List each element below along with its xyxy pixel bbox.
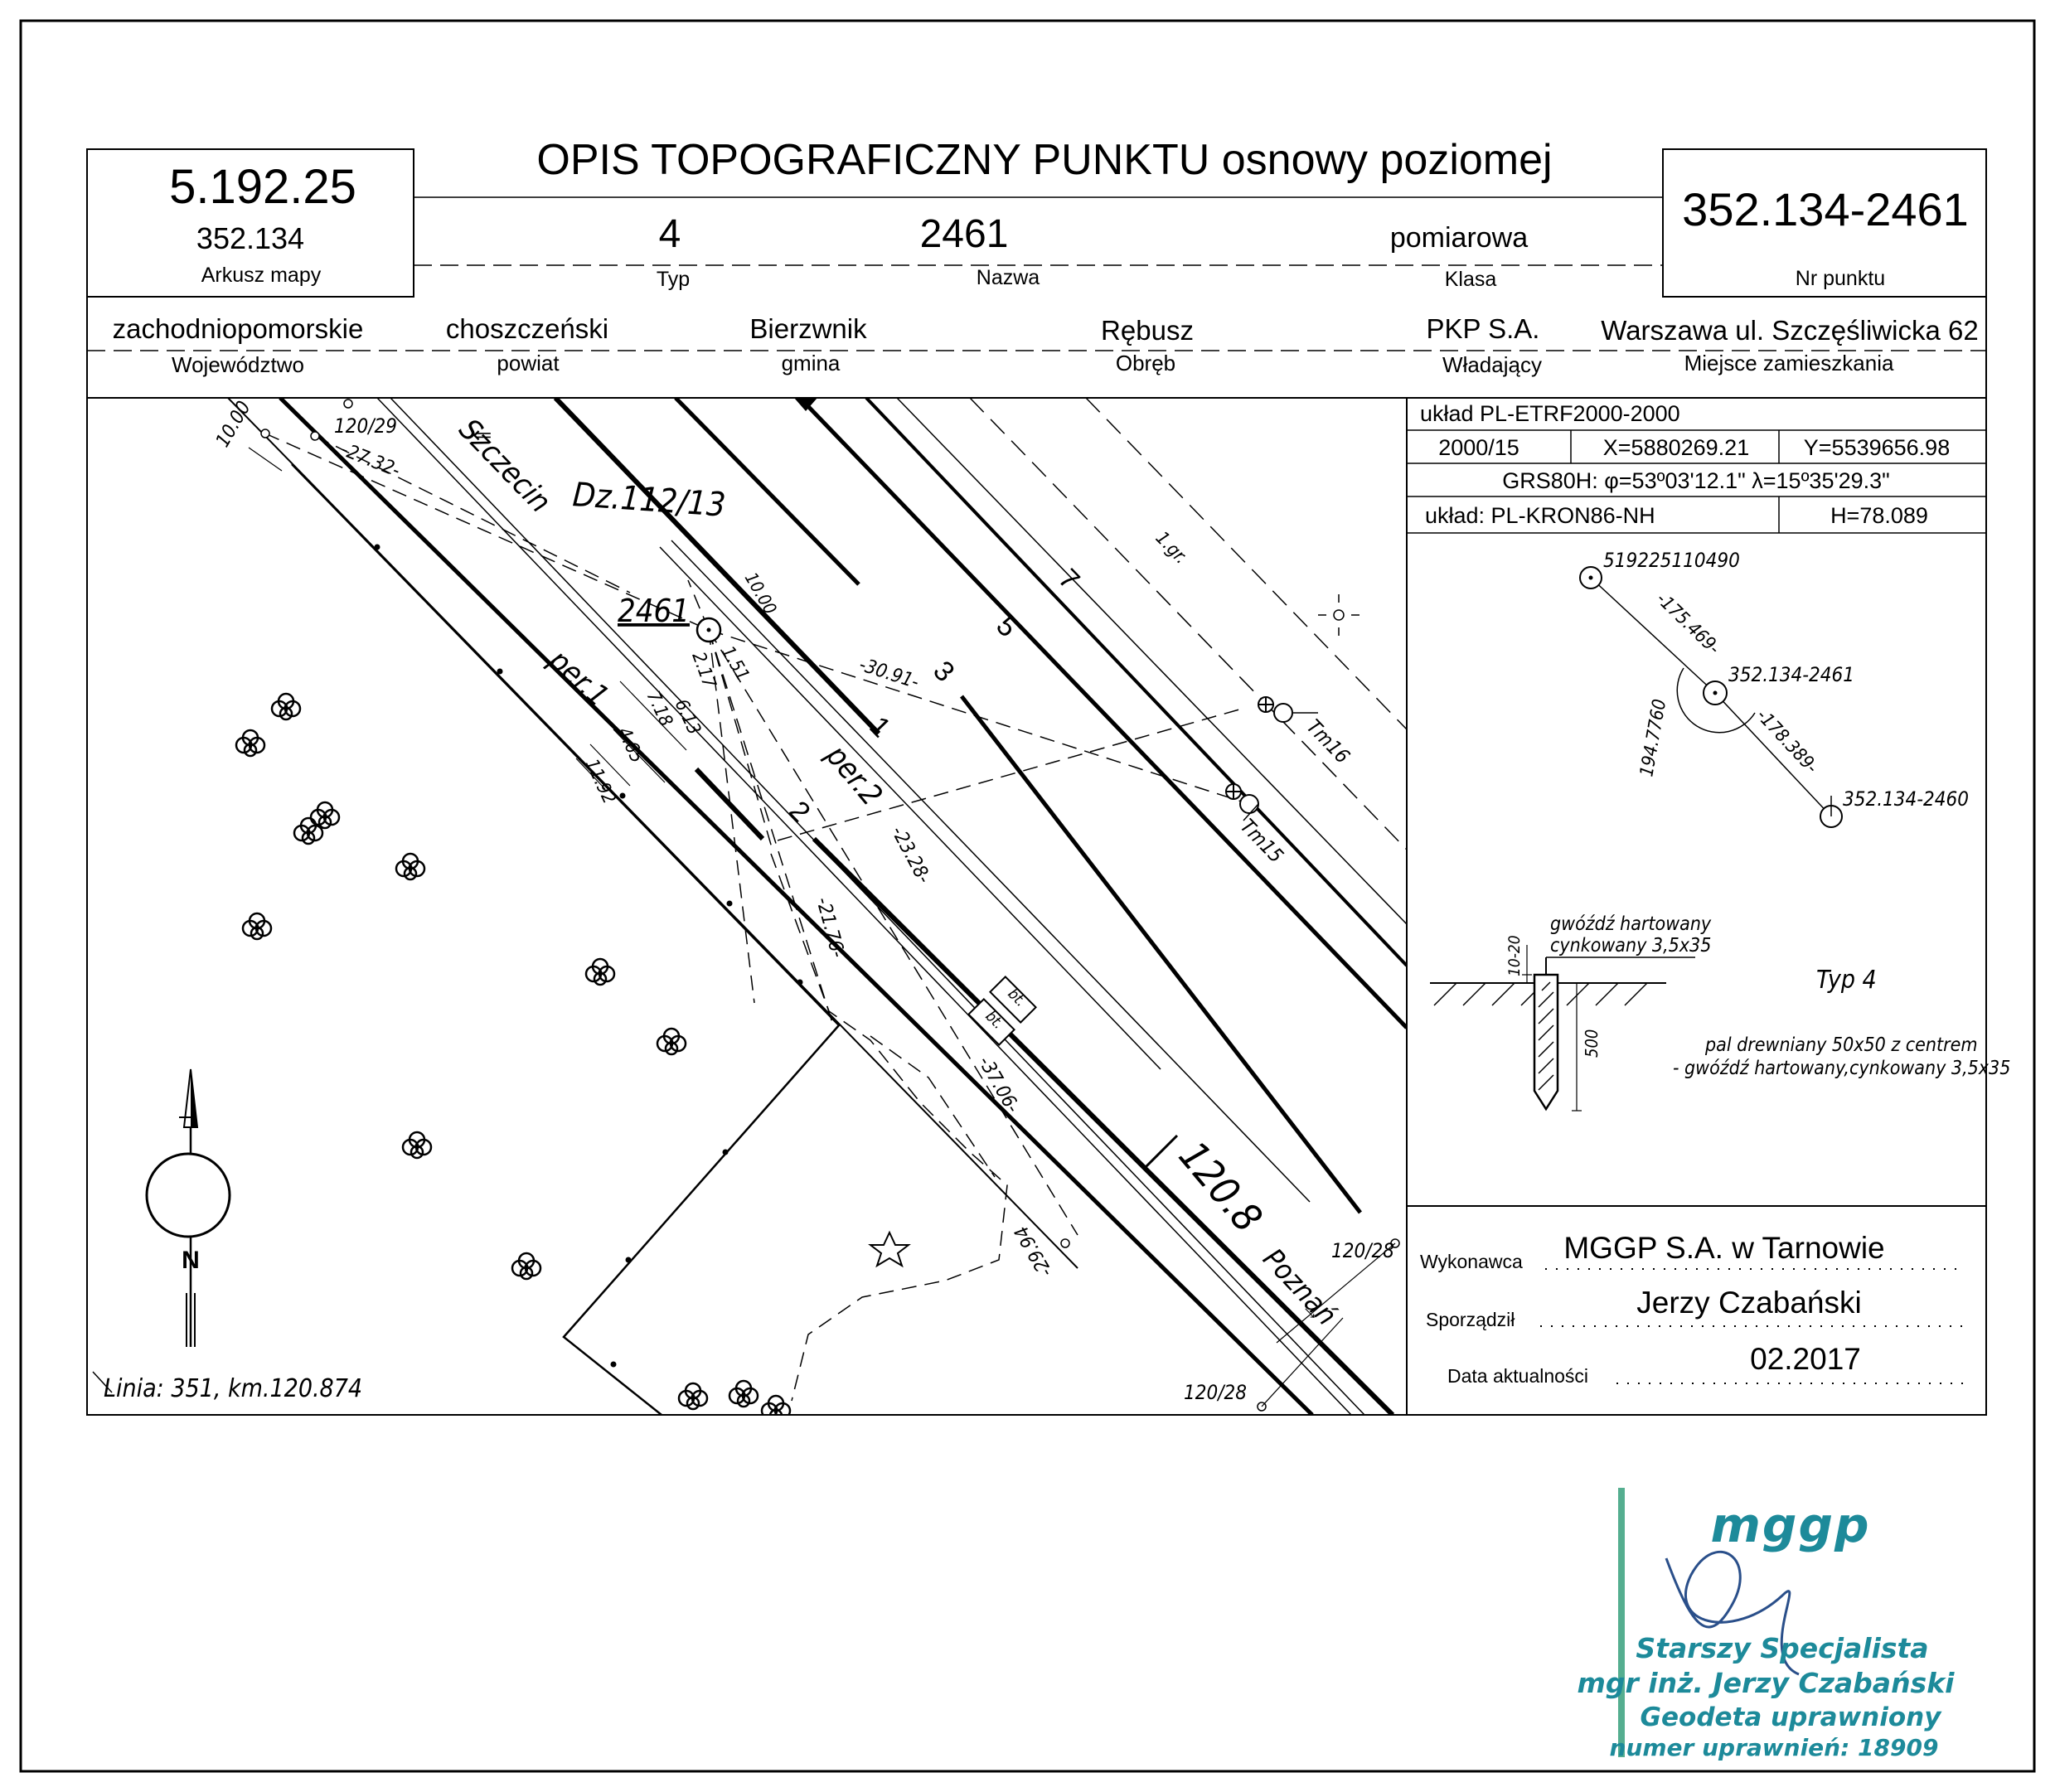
track-2-label: 2 <box>783 795 816 828</box>
name-value: 2461 <box>920 212 1009 256</box>
owner-label: Władający <box>1442 352 1542 377</box>
bt-symbols <box>967 976 1037 1046</box>
dim-nail: 10-20 <box>1505 935 1524 976</box>
map-area: bt. bt. N Dz.112/13 2461 Szczecin <box>92 398 1407 1415</box>
group-label: 1.gr. <box>1151 528 1191 569</box>
class-value: pomiarowa <box>1390 222 1528 254</box>
sketch-point-2: 352.134-2461 <box>1728 663 1854 686</box>
precinct-label: Obręb <box>1116 351 1175 375</box>
marker-type: Typ 4 <box>1816 966 1877 995</box>
km-bl-label: 120/28 <box>1184 1381 1247 1404</box>
voivodeship-label: Województwo <box>172 352 304 377</box>
track-1-label: 1 <box>863 710 896 743</box>
km-label: 120.8 <box>1170 1133 1271 1242</box>
date-label: Data aktualności <box>1447 1365 1588 1387</box>
km-br-label: 120/28 <box>1331 1239 1394 1262</box>
point-number: 352.134-2461 <box>1682 183 1969 235</box>
commune-label: gmina <box>782 351 841 375</box>
type-label: Typ <box>657 268 690 291</box>
commune: Bierzwnik <box>749 313 867 344</box>
sketch-angle: 194.7760 <box>1636 698 1670 778</box>
stamp-license: numer uprawnień: 18909 <box>1610 1734 1939 1761</box>
marker-drawing: gwóźdź hartowany cynkowany 3,5x35 10-20 … <box>1430 913 2010 1112</box>
sketch-distance-1: -175.469- <box>1652 588 1724 659</box>
track-3-label: 3 <box>927 655 960 688</box>
measure-11: 6.13 <box>671 696 705 738</box>
outer-frame <box>19 19 2036 1773</box>
measure-9: 2.17 <box>687 650 720 691</box>
measure-13: 4.65 <box>613 724 647 766</box>
contractor-label: Wykonawca <box>1420 1251 1523 1272</box>
signature <box>1665 1550 1800 1676</box>
measure-14: 11.92 <box>581 756 620 807</box>
per1-label: per.1 <box>541 643 615 714</box>
measure-6: -29.94 <box>1011 1222 1057 1281</box>
residence: Warszawa ul. Szczęśliwicka 62 <box>1601 315 1978 346</box>
author: Jerzy Czabański <box>1636 1286 1861 1320</box>
north-label: N <box>182 1247 200 1274</box>
szczecin-label: Szczecin <box>453 413 557 520</box>
type-value: 4 <box>659 212 681 256</box>
footer: Wykonawca MGGP S.A. w Tarnowie Sporządzi… <box>1407 1205 1986 1387</box>
county: choszczeński <box>446 313 608 344</box>
sketch-distance-2: -178.389- <box>1752 705 1822 777</box>
nail-label-1: gwóźdź hartowany <box>1550 913 1712 935</box>
stamp-name: mgr inż. Jerzy Czabański <box>1578 1667 1956 1699</box>
coord-system: układ PL-ETRF2000-2000 <box>1420 401 1680 426</box>
coord-x: X=5880269.21 <box>1603 435 1749 460</box>
line-label: Linia: 351, km.120.874 <box>104 1374 362 1403</box>
main-frame <box>86 397 1987 1416</box>
page-title: OPIS TOPOGRAFICZNY PUNKTU osnowy poziome… <box>536 136 1552 184</box>
dim-stake: 500 <box>1582 1029 1602 1058</box>
county-label: powiat <box>497 351 560 375</box>
coord-y: Y=5539656.98 <box>1804 435 1950 460</box>
stamp: mggp Starszy Specjalista mgr inż. Jerzy … <box>1578 1488 1956 1761</box>
map-sheet-label: Arkusz mapy <box>201 264 322 287</box>
measure-1: -27.32- <box>338 438 403 482</box>
tm16-label: Tm16 <box>1302 715 1355 768</box>
date: 02.2017 <box>1750 1342 1861 1376</box>
stamp-role: Geodeta uprawniony <box>1641 1702 1943 1732</box>
measure-7: 10.00 <box>212 398 255 451</box>
marker-desc-2: - gwóźdź hartowany,cynkowany 3,5x35 <box>1673 1058 2010 1079</box>
sheet-box <box>86 148 414 298</box>
point-box <box>1662 148 1987 298</box>
coordinates-table: układ PL-ETRF2000-2000 2000/15 X=5880269… <box>1407 401 1986 534</box>
km-tl-label: 120/29 <box>334 414 397 438</box>
contractor: MGGP S.A. w Tarnowie <box>1563 1231 1884 1265</box>
voivodeship: zachodniopomorskie <box>113 313 364 344</box>
precinct: Rębusz <box>1101 315 1194 346</box>
traverse-sketch: 519225110490 352.134-2461 352.134-2460 -… <box>1579 549 1969 828</box>
nail-label-2: cynkowany 3,5x35 <box>1550 935 1711 957</box>
stamp-title: Starszy Specjalista <box>1636 1632 1928 1664</box>
szczecin-arrow: ⇐ <box>473 422 492 448</box>
coord-zone: 2000/15 <box>1438 435 1519 460</box>
sketch-point-3: 352.134-2460 <box>1843 787 1969 811</box>
stamp-logo: mggp <box>1711 1497 1871 1553</box>
owner: PKP S.A. <box>1427 313 1540 344</box>
residence-label: Miejsce zamieszkania <box>1684 351 1894 375</box>
class-label: Klasa <box>1445 268 1497 291</box>
poznan-label: Poznań <box>1256 1242 1343 1332</box>
header: OPIS TOPOGRAFICZNY PUNKTU osnowy poziome… <box>86 136 1987 398</box>
sheet-number: 5.192.25 <box>169 160 356 214</box>
star-icon <box>868 1230 911 1268</box>
track-7-label: 7 <box>1052 563 1085 596</box>
name-label: Nazwa <box>977 266 1040 289</box>
tree-icons <box>235 692 792 1415</box>
point-label: 2461 <box>618 593 690 629</box>
point-number-label: Nr punktu <box>1796 267 1885 290</box>
parcel-label: Dz.112/13 <box>571 476 726 525</box>
height-value: H=78.089 <box>1830 503 1928 528</box>
coord-grs: GRS80H: φ=53º03'12.1" λ=15º35'29.3" <box>1502 468 1890 493</box>
north-arrow-icon: N <box>145 1068 231 1347</box>
marker-desc-1: pal drewniany 50x50 z centrem <box>1704 1034 1978 1056</box>
measure-3: -23.28- <box>887 823 935 888</box>
height-system: układ: PL-KRON86-NH <box>1425 503 1655 528</box>
map-sheet: 352.134 <box>196 221 304 255</box>
author-label: Sporządził <box>1426 1309 1515 1330</box>
sketch-point-1: 519225110490 <box>1603 549 1740 572</box>
